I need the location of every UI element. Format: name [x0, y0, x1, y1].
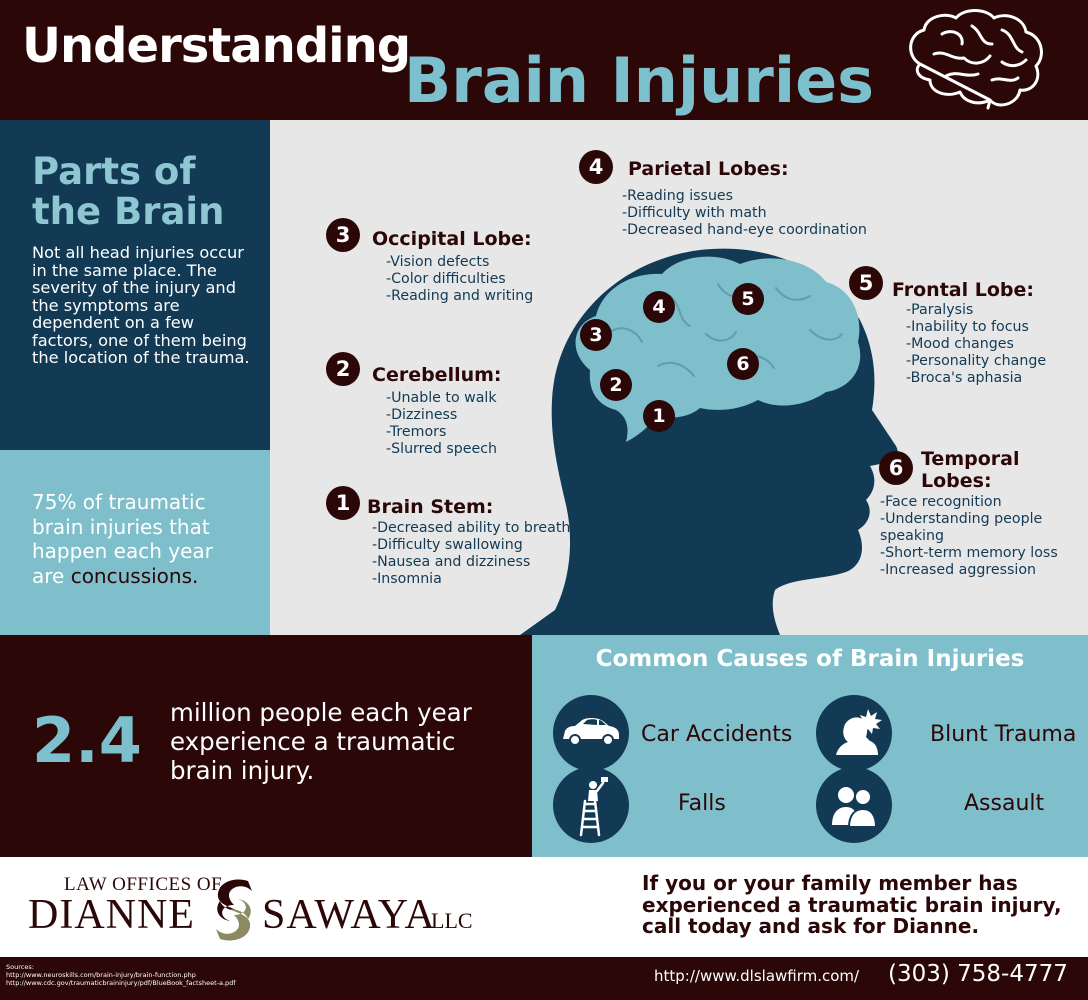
- website-link[interactable]: http://www.dlslawfirm.com/: [654, 967, 860, 985]
- parts-title: Parts of the Brain: [32, 150, 225, 233]
- ladder-fall-icon: [553, 767, 629, 843]
- symptom-item: -Dizziness: [386, 407, 458, 423]
- concussion-stat-panel: [0, 450, 270, 635]
- car-icon: [553, 695, 629, 771]
- million-number: 2.4: [32, 704, 142, 777]
- title-line-2: Brain Injuries: [404, 44, 875, 117]
- lobe-5-badge: 5: [849, 266, 883, 300]
- symptom-item: -Vision defects: [386, 254, 490, 270]
- brain-marker-6: 6: [727, 348, 759, 380]
- firm-suffix: LLC: [431, 908, 473, 933]
- header-bar: [0, 0, 1088, 120]
- call-to-action: If you or your family member has experie…: [642, 871, 1062, 938]
- firm-name-last: SAWAYA: [262, 892, 436, 938]
- brain-marker-5: 5: [732, 283, 764, 315]
- lobe-3-badge: 3: [326, 218, 360, 252]
- lobe-1-title: Brain Stem:: [367, 496, 494, 518]
- lobe-6-title-line1: Temporal: [921, 448, 1020, 470]
- head-impact-icon: [816, 695, 892, 771]
- symptom-item: -Decreased hand-eye coordination: [622, 222, 867, 238]
- lobe-1-symptoms: -Decreased ability to breathe -Difficult…: [372, 520, 579, 588]
- symptom-item: -Slurred speech: [386, 441, 498, 457]
- lobe-6-symptoms: -Face recognition -Understanding people …: [880, 494, 1070, 579]
- lobe-5-symptoms: -Paralysis -Inability to focus -Mood cha…: [906, 302, 1046, 387]
- lobe-6-title-line2: Lobes:: [921, 470, 992, 492]
- symptom-item: -Mood changes: [906, 336, 1014, 352]
- two-people-icon: [816, 767, 892, 843]
- lobe-4-title: Parietal Lobes:: [628, 158, 789, 180]
- symptom-item: -Color difficulties: [386, 271, 506, 287]
- symptom-item: -Reading and writing: [386, 288, 534, 304]
- symptom-item: -Tremors: [386, 424, 447, 440]
- symptom-item: -Unable to walk: [386, 390, 497, 406]
- causes-title: Common Causes of Brain Injuries: [595, 646, 1025, 672]
- cause-label-falls: Falls: [678, 791, 726, 816]
- lobe-2-badge: 2: [326, 352, 360, 386]
- brain-outline-icon: [909, 9, 1043, 110]
- lobe-3-title: Occipital Lobe:: [372, 228, 532, 250]
- symptom-item: -Broca's aphasia: [906, 370, 1023, 386]
- brain-marker-4: 4: [643, 291, 675, 323]
- symptom-item: -Difficulty with math: [622, 205, 767, 221]
- symptom-item: -Understanding people speaking: [880, 511, 1043, 544]
- lobe-1-badge: 1: [326, 486, 360, 520]
- sources-list: Sources: http://www.neuroskills.com/brai…: [6, 963, 236, 987]
- parts-of-brain-panel: [0, 120, 270, 450]
- footer-contact-bar: [0, 957, 1088, 1000]
- parts-description: Not all head injuries occur in the same …: [32, 243, 250, 367]
- lobe-3-symptoms: -Vision defects -Color difficulties -Rea…: [386, 254, 533, 305]
- cause-label-blunt-trauma: Blunt Trauma: [930, 722, 1077, 747]
- symptom-item: -Short-term memory loss: [880, 545, 1058, 561]
- symptom-item: -Personality change: [906, 353, 1047, 369]
- symptom-item: -Nausea and dizziness: [372, 554, 531, 570]
- lobe-5-title: Frontal Lobe:: [892, 279, 1034, 301]
- lobe-2-symptoms: -Unable to walk -Dizziness -Tremors -Slu…: [386, 390, 497, 458]
- source-link[interactable]: http://www.neuroskills.com/brain-injury/…: [6, 971, 196, 979]
- lobe-6-badge: 6: [879, 451, 913, 485]
- source-link[interactable]: http://www.cdc.gov/traumaticbraininjury/…: [6, 979, 236, 987]
- brain-marker-3: 3: [580, 319, 612, 351]
- title-line-1: Understanding: [22, 18, 411, 74]
- footer-branding: [0, 857, 1088, 957]
- stat-text-main: 75% of traumatic brain injuries that hap…: [32, 490, 213, 588]
- lobe-2-title: Cerebellum:: [372, 364, 502, 386]
- symptom-item: -Difficulty swallowing: [372, 537, 523, 553]
- symptom-item: -Paralysis: [906, 302, 974, 318]
- lobe-6-title: Temporal Lobes:: [921, 448, 1019, 492]
- cause-label-car-accidents: Car Accidents: [641, 722, 793, 747]
- concussion-stat-text: 75% of traumatic brain injuries that hap…: [32, 490, 247, 588]
- symptom-item: -Inability to focus: [906, 319, 1029, 335]
- stat-highlight: concussions.: [70, 563, 199, 588]
- symptom-item: -Decreased ability to breathe: [372, 520, 580, 536]
- symptom-item: -Reading issues: [622, 188, 734, 204]
- sources-label: Sources:: [6, 963, 34, 971]
- brain-marker-1: 1: [643, 400, 675, 432]
- symptom-item: -Insomnia: [372, 571, 442, 587]
- lobe-4-badge: 4: [579, 150, 613, 184]
- lobe-4-symptoms: -Reading issues -Difficulty with math -D…: [622, 188, 867, 239]
- phone-number[interactable]: (303) 758-4777: [888, 961, 1068, 987]
- symptom-item: -Face recognition: [880, 494, 1002, 510]
- law-offices-label: LAW OFFICES OF: [64, 874, 223, 895]
- million-stat-panel: [0, 635, 532, 857]
- symptom-item: -Increased aggression: [880, 562, 1037, 578]
- brain-marker-2: 2: [600, 369, 632, 401]
- firm-name-first: DIANNE: [28, 892, 195, 938]
- cause-label-assault: Assault: [964, 791, 1045, 816]
- million-text: million people each year experience a tr…: [170, 698, 472, 785]
- sawaya-s-logo: [216, 879, 252, 941]
